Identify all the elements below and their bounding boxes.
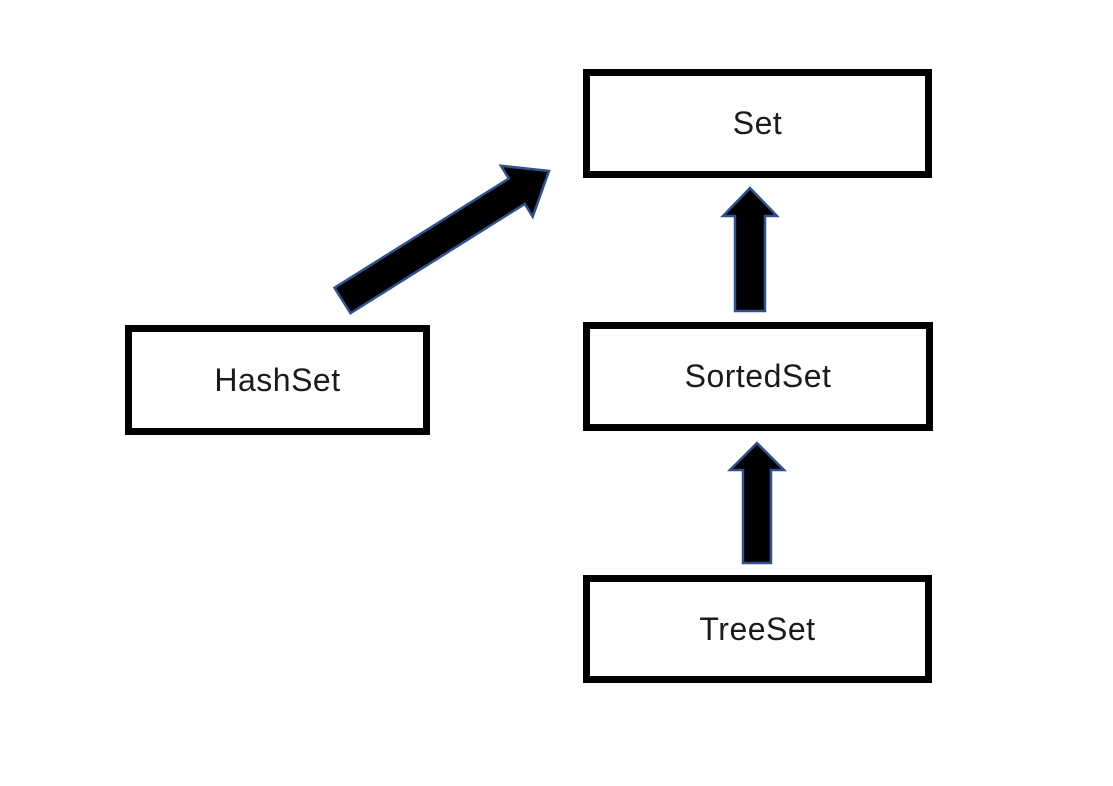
node-sortedset: SortedSet (583, 322, 933, 431)
node-hashset-label: HashSet (214, 361, 341, 398)
node-set-label: Set (732, 105, 783, 141)
arrow-hashset-to-set (332, 164, 551, 315)
node-treeset: TreeSet (583, 575, 932, 683)
node-sortedset-label: SortedSet (684, 358, 832, 394)
node-treeset-label: TreeSet (699, 610, 816, 647)
arrow-sortedset-to-set (720, 186, 780, 313)
node-hashset: HashSet (125, 325, 430, 435)
node-set: Set (583, 69, 932, 178)
arrow-treeset-to-sortedset (726, 441, 788, 565)
